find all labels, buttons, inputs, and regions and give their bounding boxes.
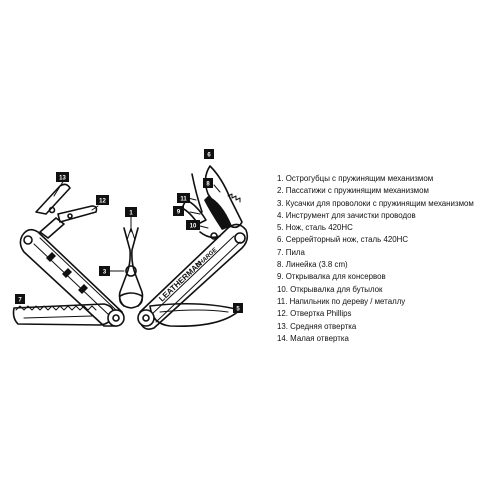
legend-item: 6. Серрейторный нож, сталь 420HC	[277, 234, 477, 246]
legend-item: 11. Напильник по дереву / металлу	[277, 296, 477, 308]
callout-6: 6	[204, 149, 214, 159]
tool-legend: 1. Острогубцы с пружинящим механизмом 2.…	[277, 173, 477, 345]
pivot-screws	[108, 310, 154, 326]
screwdrivers	[36, 184, 97, 238]
legend-item: 5. Нож, сталь 420HC	[277, 222, 477, 234]
legend-item: 2. Пассатижи с пружинящим механизмом	[277, 185, 477, 197]
legend-item: 9. Открывалка для консервов	[277, 271, 477, 283]
svg-text:13: 13	[59, 176, 66, 182]
model-text: CHARGE	[195, 247, 219, 270]
svg-text:12: 12	[99, 199, 106, 205]
legend-item: 13. Средняя отвертка	[277, 321, 477, 333]
pliers	[120, 228, 143, 308]
legend-item: 8. Линейка (3.8 cm)	[277, 259, 477, 271]
legend-item: 12. Отвертка Phillips	[277, 308, 477, 320]
callout-3: 3	[99, 266, 110, 276]
legend-item: 14. Малая отвертка	[277, 333, 477, 345]
callout-7: 7	[15, 294, 25, 304]
legend-item: 1. Острогубцы с пружинящим механизмом	[277, 173, 477, 185]
svg-text:11: 11	[180, 197, 187, 203]
callout-11: 11	[177, 193, 190, 203]
callout-10: 10	[186, 220, 200, 230]
svg-text:10: 10	[190, 224, 197, 230]
legend-item: 4. Инструмент для зачистки проводов	[277, 210, 477, 222]
callout-9: 9	[173, 206, 184, 216]
legend-item: 7. Пила	[277, 247, 477, 259]
callout-1: 1	[125, 207, 137, 217]
right-handle: LEATHERMAN CHARGE	[140, 224, 247, 329]
legend-item: 10. Открывалка для бутылок	[277, 284, 477, 296]
legend-item: 3. Кусачки для проволоки с пружинящим ме…	[277, 198, 477, 210]
callout-12: 12	[96, 195, 109, 205]
callout-5: 5	[233, 303, 243, 313]
callout-8: 8	[203, 178, 213, 188]
left-handle	[20, 230, 123, 326]
callout-13: 13	[56, 172, 69, 182]
